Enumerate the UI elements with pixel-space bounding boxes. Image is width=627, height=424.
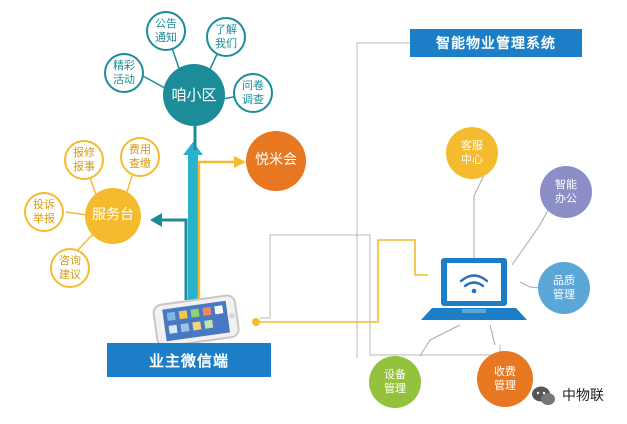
service-node: 服务台 — [85, 188, 141, 244]
quality-label: 品质 管理 — [553, 274, 575, 301]
wechat-icon — [532, 386, 555, 405]
fee-node: 费用 查缴 — [120, 137, 160, 177]
equipment-label: 设备 管理 — [384, 368, 406, 395]
activity-node: 精彩 活动 — [104, 53, 144, 93]
connector-stem-service — [160, 218, 188, 300]
connector-laptop-billing — [489, 324, 496, 346]
community-node: 咱小区 — [163, 64, 225, 126]
survey-label: 问卷 调查 — [242, 79, 264, 106]
billing-label: 收费 管理 — [494, 365, 516, 392]
about-node: 了解 我们 — [206, 17, 246, 57]
service-label: 服务台 — [92, 207, 134, 224]
advice-label: 咨询 建议 — [59, 254, 81, 281]
wechat-banner: 业主微信端 — [107, 343, 271, 377]
fee-label: 费用 查缴 — [129, 143, 151, 170]
connector-phone-laptop — [256, 239, 428, 323]
connector-laptop-service — [473, 174, 485, 262]
notice-label: 公告 通知 — [155, 17, 177, 44]
customer-service-node: 客服 中心 — [446, 127, 498, 179]
customer-service-label: 客服 中心 — [461, 139, 483, 166]
connector-banner-system — [356, 42, 410, 358]
smart-office-node: 智能 办公 — [540, 166, 592, 218]
phone-connector-dot — [252, 318, 260, 326]
watermark: 中物联 — [530, 382, 604, 408]
system-title: 智能物业管理系统 — [436, 36, 556, 52]
equipment-node: 设备 管理 — [369, 356, 421, 408]
about-label: 了解 我们 — [215, 23, 237, 50]
wifi-icon — [459, 274, 489, 294]
billing-node: 收费 管理 — [477, 351, 533, 407]
activity-label: 精彩 活动 — [113, 59, 135, 86]
club-node: 悦米会 — [246, 131, 306, 191]
connector-laptop-office — [511, 209, 549, 266]
repair-label: 报修 报事 — [73, 146, 95, 173]
quality-node: 品质 管理 — [538, 262, 590, 314]
connector-service-complaint — [65, 211, 88, 216]
connector-laptop-quality — [519, 281, 541, 289]
advice-node: 咨询 建议 — [50, 248, 90, 288]
connector-stem-club — [197, 160, 236, 300]
phone-icon — [152, 294, 240, 348]
wechat-title: 业主微信端 — [148, 351, 229, 370]
notice-node: 公告 通知 — [146, 11, 186, 51]
system-title-banner: 智能物业管理系统 — [410, 29, 582, 57]
complaint-label: 投诉 举报 — [33, 198, 55, 225]
club-arrow-head — [234, 156, 246, 168]
watermark-text: 中物联 — [562, 388, 604, 404]
smart-office-label: 智能 办公 — [555, 178, 577, 205]
service-arrow-head — [150, 213, 162, 227]
connector-laptop-equipment — [419, 324, 461, 357]
club-label: 悦米会 — [255, 152, 297, 169]
complaint-node: 投诉 举报 — [24, 192, 64, 232]
repair-node: 报修 报事 — [64, 140, 104, 180]
community-label: 咱小区 — [171, 85, 217, 104]
survey-node: 问卷 调查 — [233, 73, 273, 113]
